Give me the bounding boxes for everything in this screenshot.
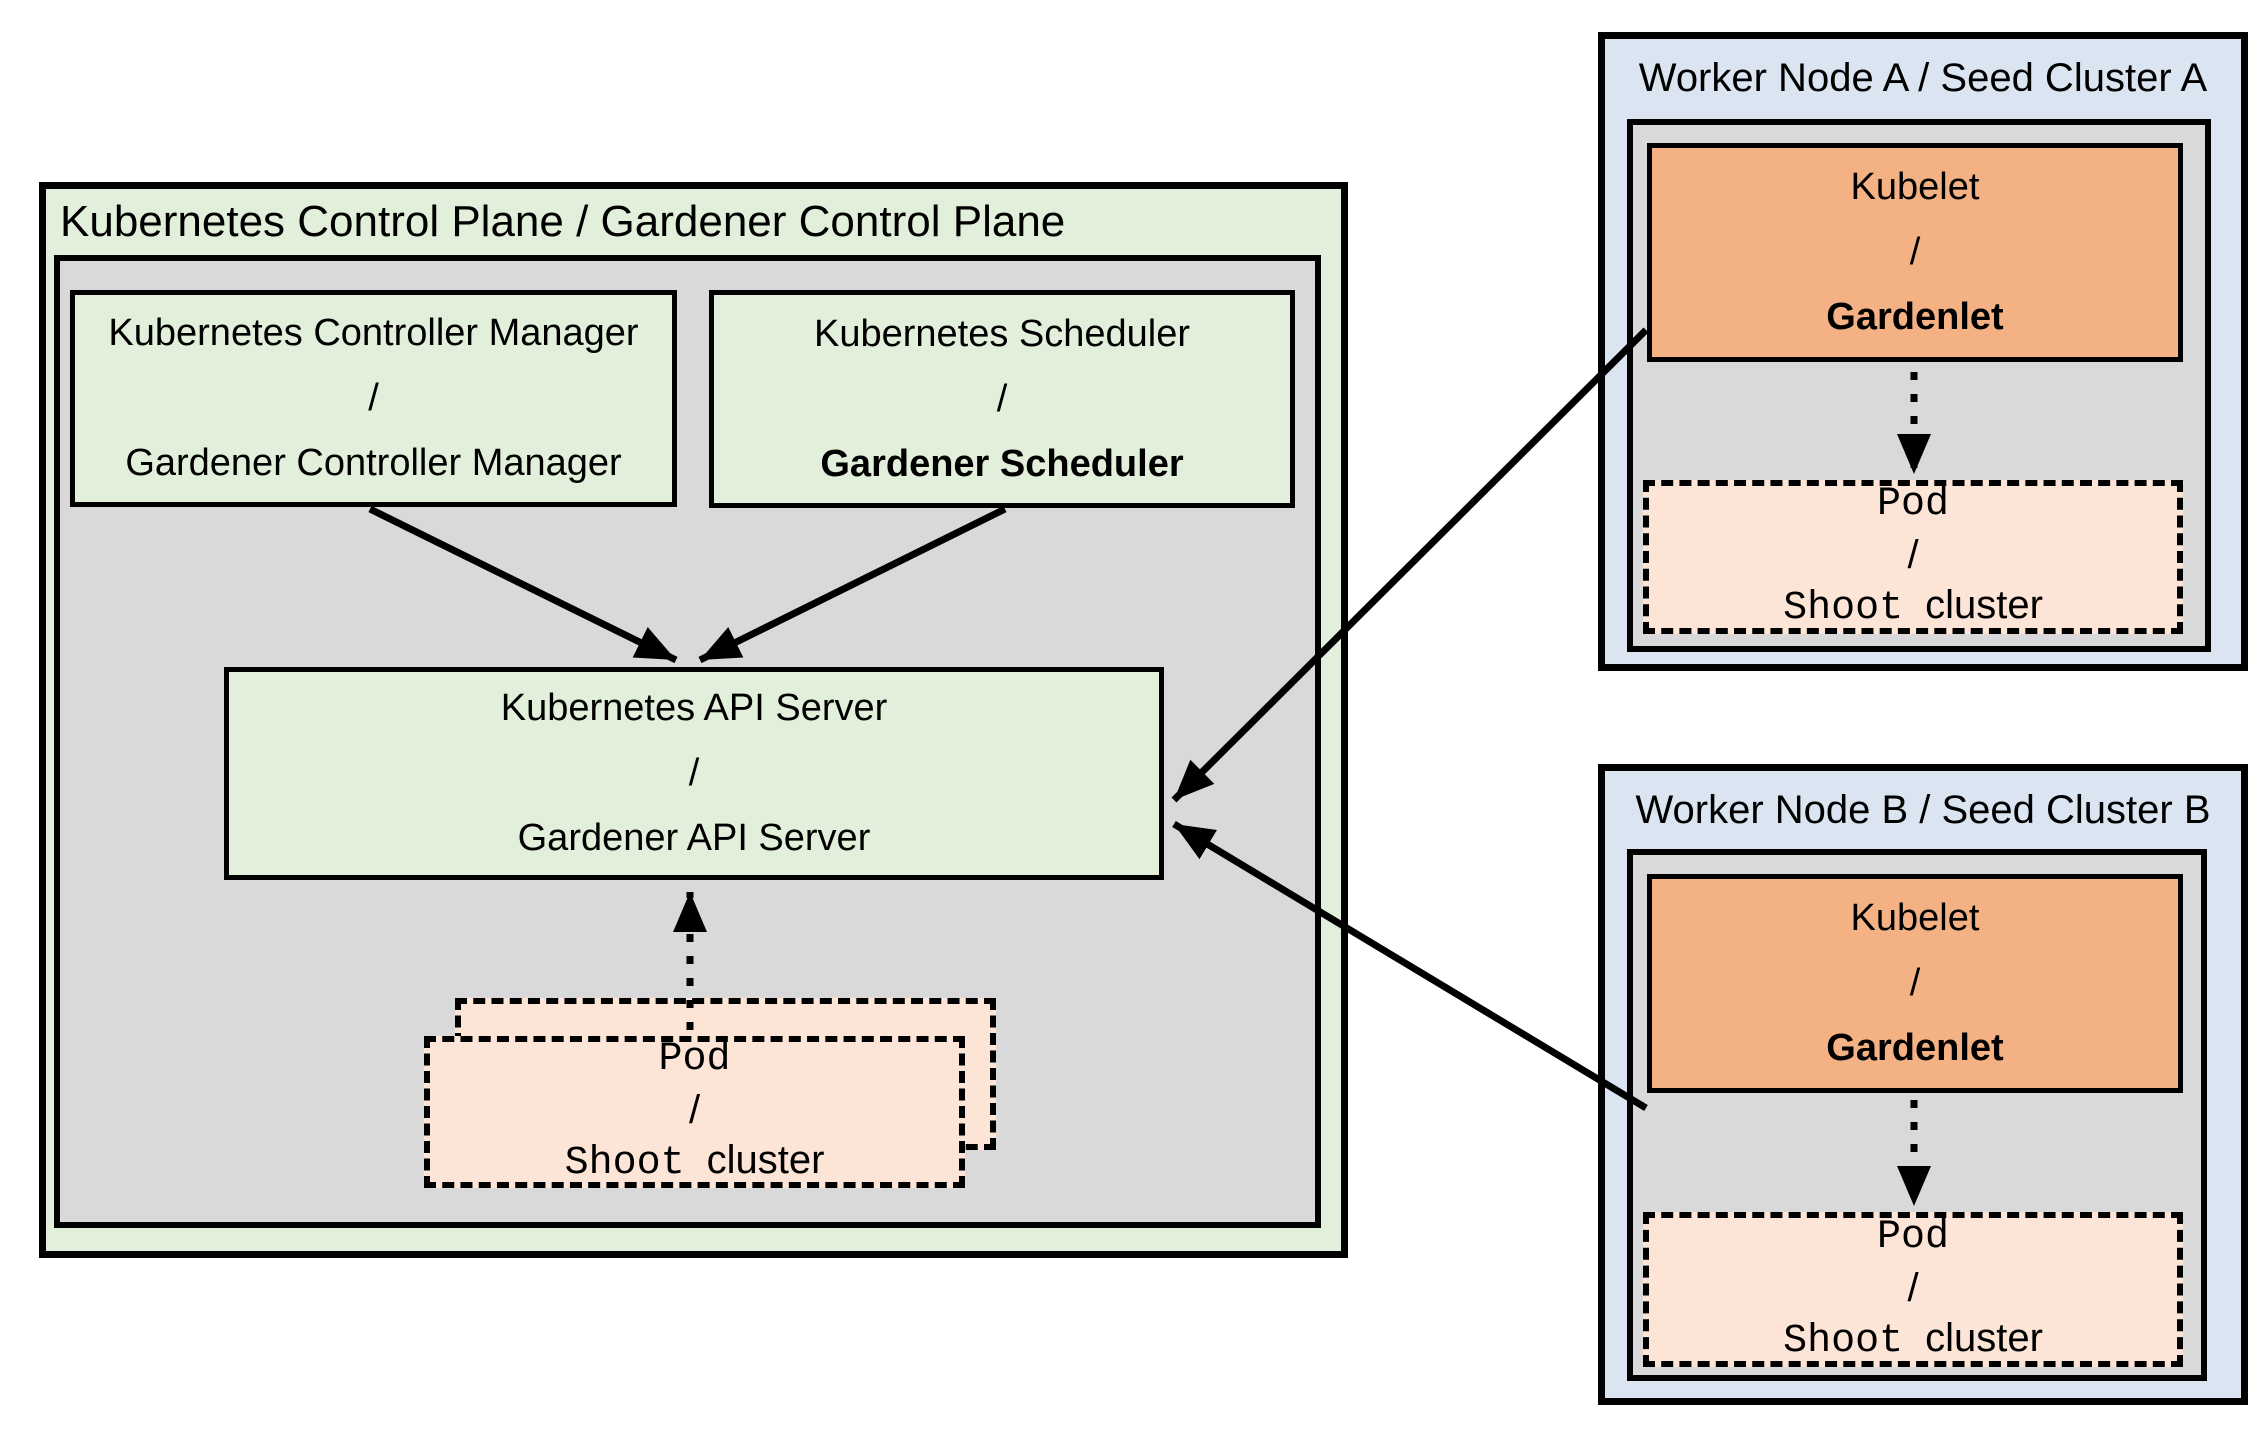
kubelet-a-box: Kubelet / Gardenlet — [1647, 143, 2183, 362]
pod-a-line2: Shoot cluster — [1783, 580, 2043, 634]
api-server-box: Kubernetes API Server / Gardener API Ser… — [224, 667, 1164, 880]
kubelet-a-line1: Kubelet — [1850, 166, 1980, 208]
api-server-line1: Kubernetes API Server — [500, 687, 888, 729]
worker-node-b-title: Worker Node B / Seed Cluster B — [1635, 787, 2211, 832]
kubelet-a-line2: Gardenlet — [1826, 296, 2004, 338]
kubelet-b-separator: / — [1909, 962, 1921, 1004]
pod-b-line2-shoot: Shoot — [1783, 1318, 1904, 1364]
controller-manager-box: Kubernetes Controller Manager / Gardener… — [70, 290, 677, 507]
pod-line2-cluster: cluster — [706, 1138, 825, 1182]
worker-node-a-box: Worker Node A / Seed Cluster A Kubelet /… — [1598, 32, 2248, 671]
worker-node-a-title: Worker Node A / Seed Cluster A — [1638, 55, 2208, 100]
pod-a-line2-cluster: cluster — [1925, 583, 2043, 627]
pod-a-card: Pod / Shoot cluster — [1643, 480, 2183, 634]
pod-b-line2-cluster: cluster — [1925, 1315, 2043, 1360]
pod-b-line1: Pod — [1876, 1214, 1949, 1260]
kubelet-b-line2: Gardenlet — [1826, 1027, 2004, 1069]
api-server-line2: Gardener API Server — [517, 817, 871, 859]
control-plane-inner-panel: Kubernetes Controller Manager / Gardener… — [54, 255, 1321, 1228]
control-plane-title: Kubernetes Control Plane / Gardener Cont… — [60, 197, 1066, 246]
controller-manager-line2: Gardener Controller Manager — [125, 442, 622, 484]
scheduler-line2: Gardener Scheduler — [820, 442, 1184, 485]
kubelet-b-box: Kubelet / Gardenlet — [1647, 874, 2183, 1093]
control-plane-box: Kubernetes Control Plane / Gardener Cont… — [39, 182, 1348, 1258]
controller-manager-separator: / — [368, 377, 379, 419]
kubelet-b-line1: Kubelet — [1850, 897, 1980, 939]
worker-node-b-box: Worker Node B / Seed Cluster B Kubelet /… — [1598, 764, 2248, 1405]
api-server-separator: / — [688, 752, 700, 794]
pod-shoot-cluster-card: Pod / Shoot cluster — [424, 1036, 965, 1188]
scheduler-line1: Kubernetes Scheduler — [813, 312, 1191, 355]
scheduler-box: Kubernetes Scheduler / Gardener Schedule… — [709, 290, 1295, 508]
pod-line2-shoot: Shoot — [564, 1141, 685, 1186]
pod-b-line2: Shoot cluster — [1783, 1313, 2043, 1367]
pod-b-separator: / — [1907, 1265, 1919, 1310]
worker-node-b-inner-panel: Kubelet / Gardenlet Pod / Shoot cluster — [1627, 849, 2207, 1381]
pod-line1: Pod — [658, 1037, 731, 1082]
pod-a-line2-shoot: Shoot — [1783, 586, 1904, 631]
worker-node-a-inner-panel: Kubelet / Gardenlet Pod / Shoot cluster — [1627, 119, 2211, 652]
pod-b-card: Pod / Shoot cluster — [1643, 1212, 2183, 1367]
pod-separator: / — [688, 1088, 701, 1132]
pod-a-separator: / — [1907, 533, 1919, 577]
scheduler-separator: / — [996, 377, 1008, 420]
kubelet-a-separator: / — [1909, 231, 1921, 273]
controller-manager-line1: Kubernetes Controller Manager — [108, 312, 639, 354]
pod-a-line1: Pod — [1876, 482, 1949, 527]
pod-line2: Shoot cluster — [565, 1135, 825, 1189]
